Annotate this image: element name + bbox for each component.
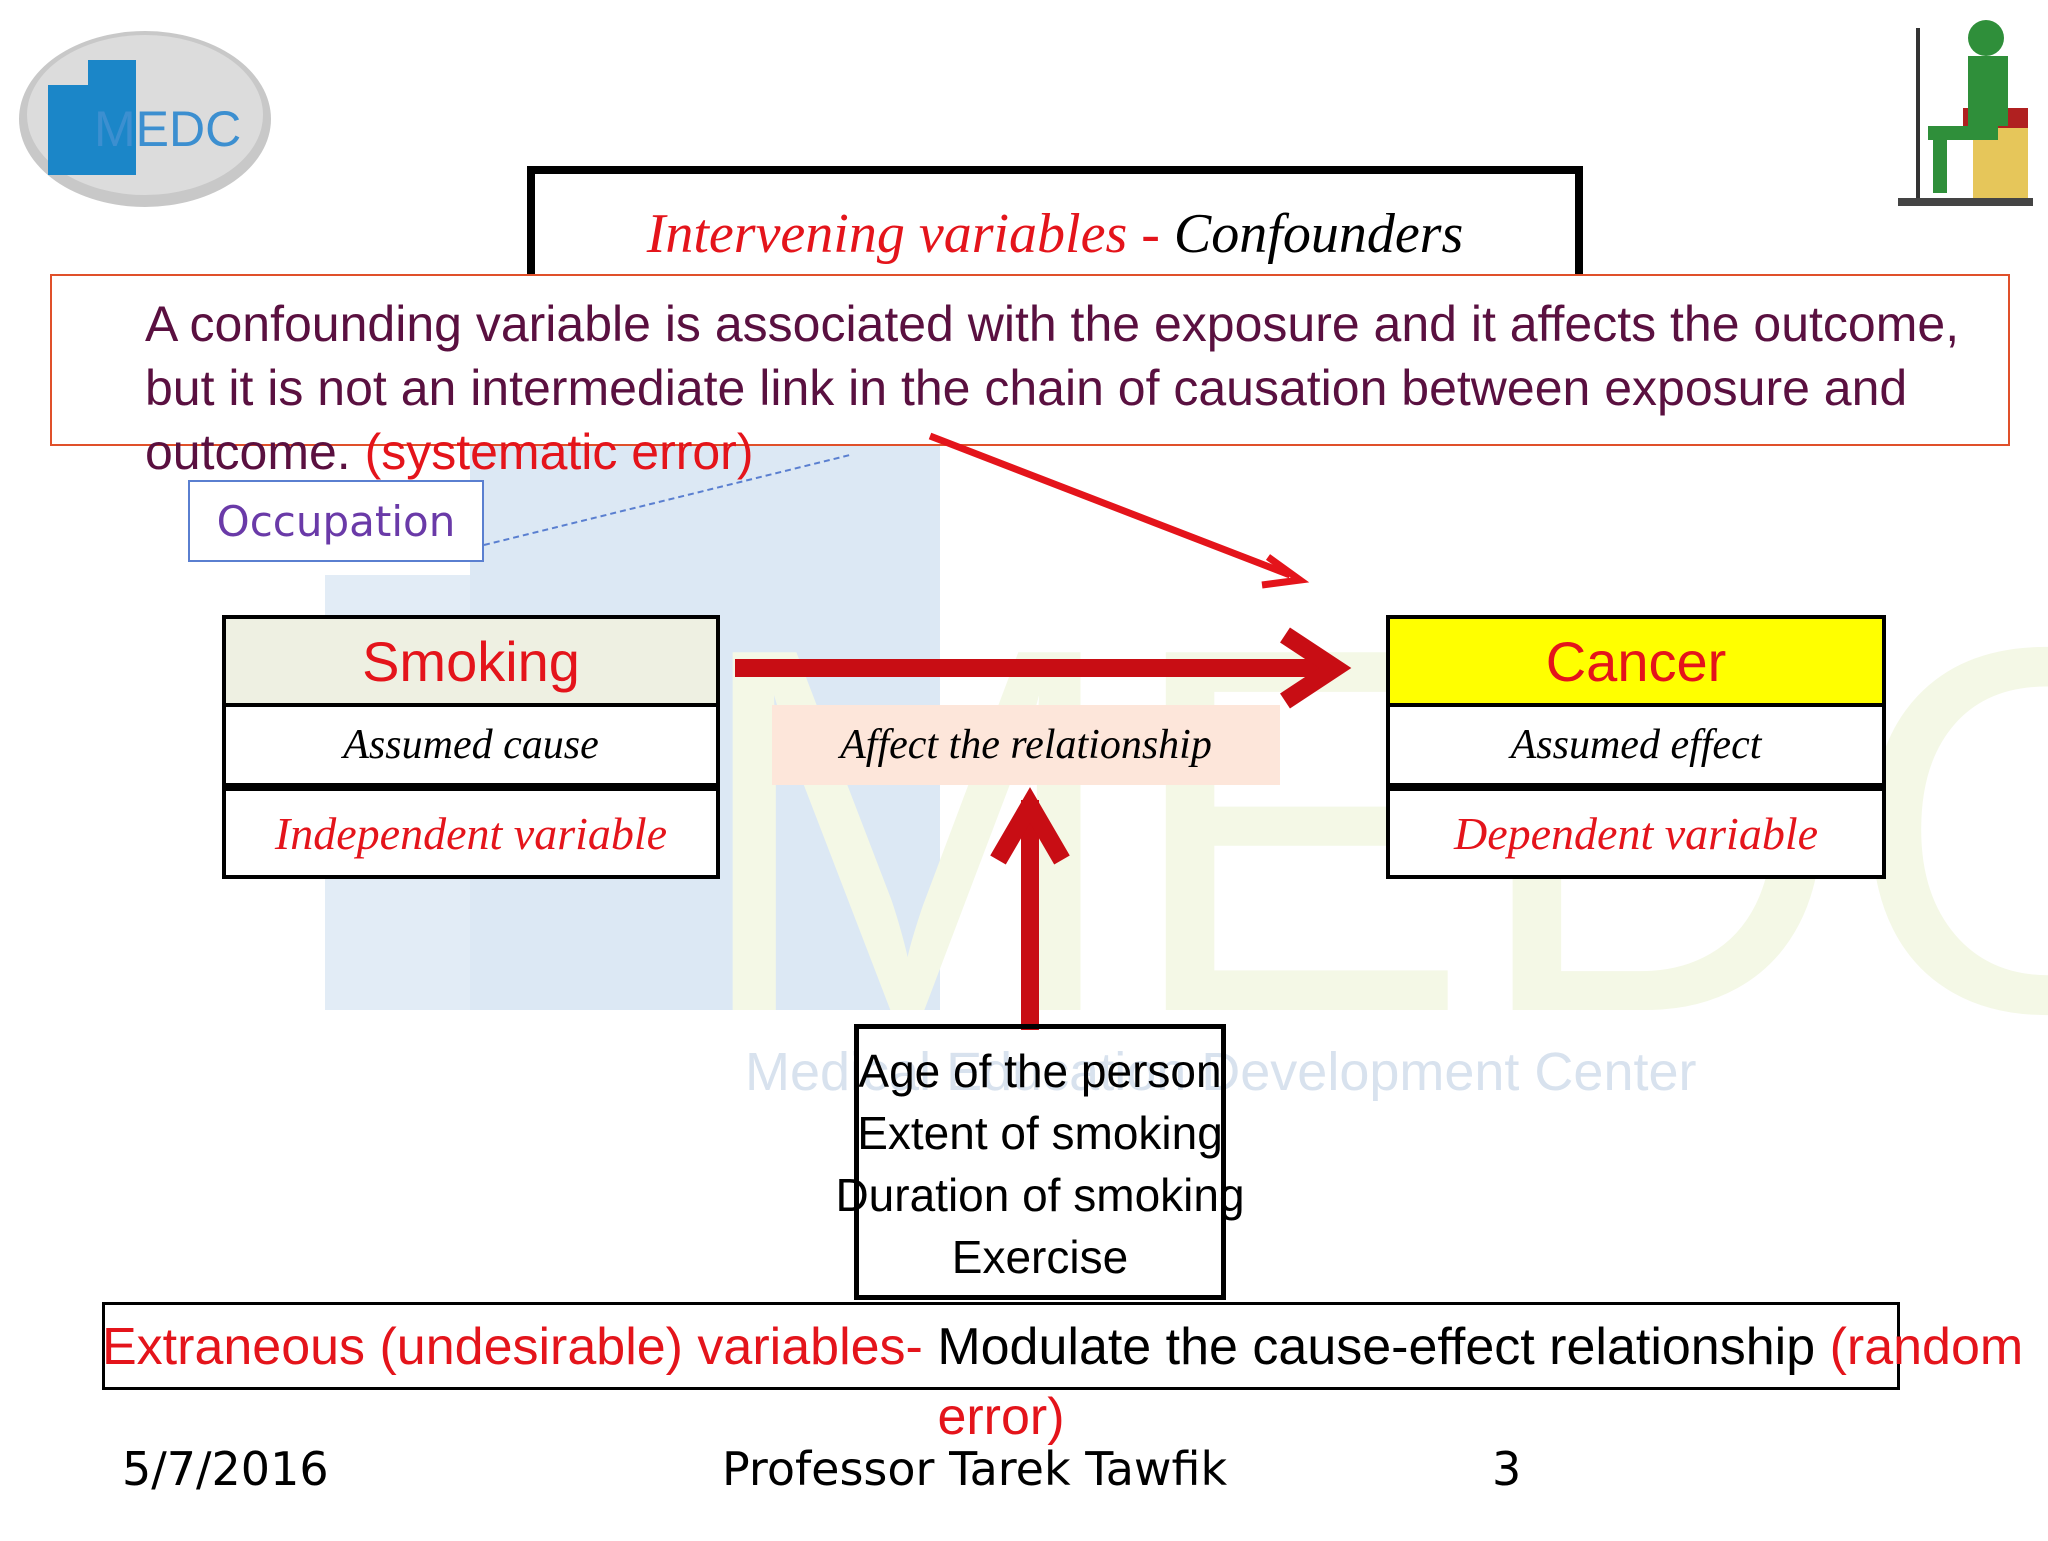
confounder-arrow (928, 432, 1292, 579)
cause-title-box: Smoking (222, 615, 720, 707)
extraneous-text: Extraneous (undesirable) variables- Modu… (102, 1312, 2023, 1452)
extraneous-item: Exercise (951, 1231, 1129, 1283)
extraneous-part3: (random error) (937, 1318, 2024, 1446)
svg-text:Medical Education Development: Medical Education Development Center (745, 1042, 1697, 1102)
effect-title-box: Cancer (1386, 615, 1886, 707)
title-part1: Intervening variables - (646, 203, 1174, 265)
definition-note: (systematic error) (364, 424, 754, 480)
effect-sub: Assumed effect (1510, 722, 1762, 768)
title-box: Intervening variables - Confounders (527, 166, 1583, 284)
title-part2: Confounders (1173, 203, 1464, 265)
middle-label-box: Affect the relationship (772, 705, 1280, 785)
footer-author: Professor Tarek Tawfik (722, 1442, 1228, 1496)
definition-body: A confounding variable is associated wit… (145, 296, 1960, 480)
extraneous-item: Extent of smoking (857, 1107, 1223, 1159)
middle-label: Affect the relationship (840, 722, 1212, 768)
medc-logo: MEDC (18, 30, 273, 208)
definition-text: A confounding variable is associated wit… (145, 292, 1975, 484)
extraneous-list: Age of the person Extent of smoking Dura… (780, 1040, 1300, 1288)
effect-title: Cancer (1545, 629, 1727, 693)
extraneous-part1: Extraneous (undesirable) variables- (102, 1318, 938, 1376)
extraneous-box (102, 1302, 1900, 1390)
footer-date: 5/7/2016 (122, 1442, 329, 1496)
extraneous-item: Age of the person (858, 1045, 1222, 1097)
effect-role-box: Dependent variable (1386, 787, 1886, 879)
extraneous-part2: Modulate the cause-effect relationship (937, 1318, 1830, 1376)
cause-role-box: Independent variable (222, 787, 720, 879)
effect-role: Dependent variable (1453, 807, 1819, 859)
occupation-connector (483, 454, 851, 546)
cause-title: Smoking (362, 629, 580, 693)
definition-box (50, 274, 2010, 446)
extraneous-list-box (854, 1024, 1226, 1300)
footer-page: 3 (1492, 1442, 1522, 1496)
occupation-label: Occupation (216, 496, 456, 546)
extraneous-item: Duration of smoking (835, 1169, 1245, 1221)
logo-text: MEDC (94, 101, 242, 157)
occupation-box: Occupation (188, 480, 484, 562)
effect-sub-box: Assumed effect (1386, 707, 1886, 787)
cause-sub-box: Assumed cause (222, 707, 720, 787)
pharaoh-icon (1888, 8, 2033, 208)
cause-role: Independent variable (274, 807, 668, 859)
cause-sub: Assumed cause (343, 722, 599, 768)
